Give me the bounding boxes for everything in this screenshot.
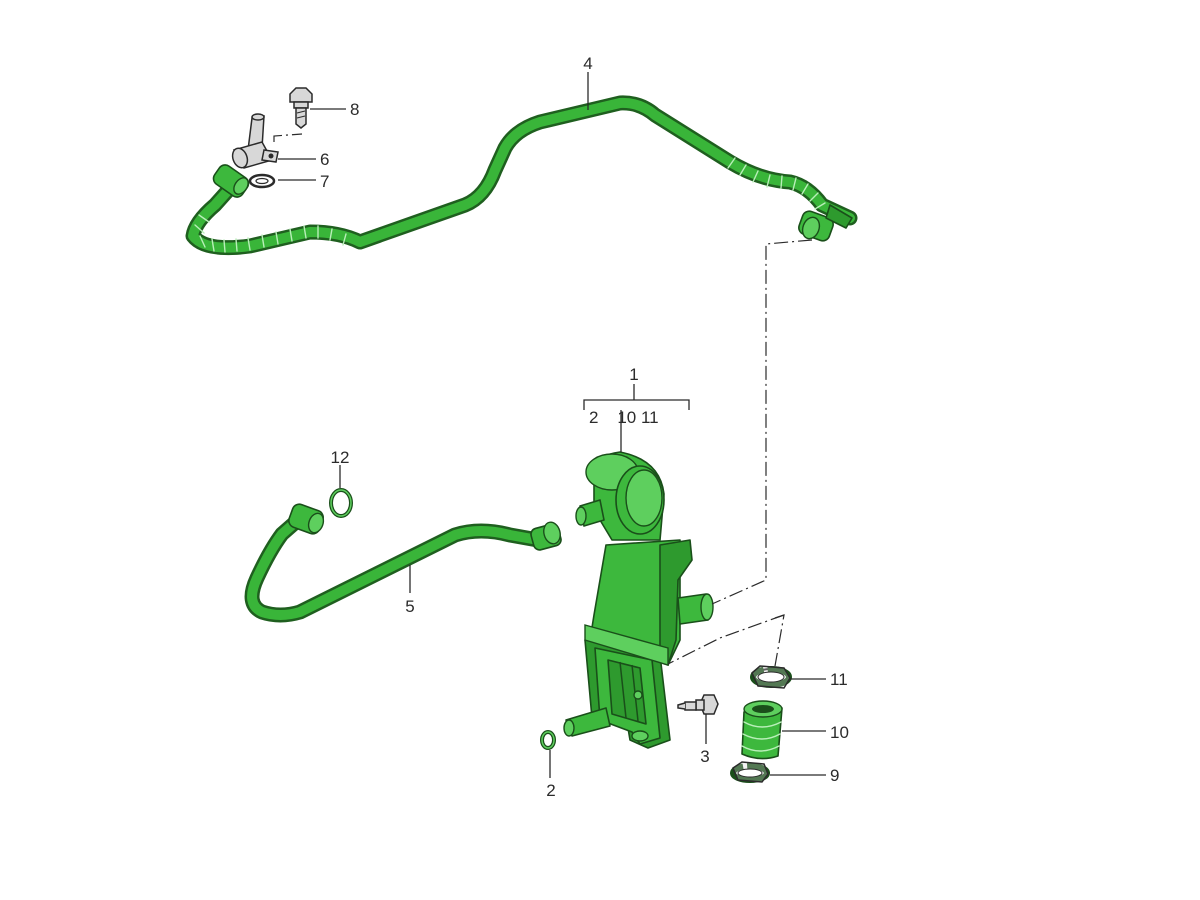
- callout-12: 12: [331, 448, 350, 467]
- callout-2: 2: [546, 781, 555, 800]
- callout-9: 9: [830, 766, 839, 785]
- callout-8: 8: [350, 100, 359, 119]
- hose-4-right-end-fitting: [798, 204, 853, 242]
- callout-4: 4: [583, 54, 592, 73]
- assembly-centerlines: [273, 133, 813, 667]
- callout-10: 10: [830, 723, 849, 742]
- callout-11: 11: [830, 670, 848, 689]
- part-10-bellows-hose: [741, 700, 783, 760]
- part-2-o-ring: [540, 730, 556, 750]
- callout-labels: 4 8 6 7 1 2 10 11 12 5 2 3 11 10 9: [320, 54, 849, 800]
- part-12-o-ring: [329, 488, 353, 518]
- callout-5: 5: [405, 597, 414, 616]
- part-6-angled-connector: [231, 113, 279, 169]
- part-8-bolt: [289, 87, 313, 129]
- hose-5-left-end-fitting: [288, 503, 325, 535]
- part-4-upper-breather-hose: [185, 95, 858, 256]
- callout-1-components: 2 10 11: [589, 408, 659, 427]
- callout-3: 3: [700, 747, 709, 766]
- part-3-screw: [677, 694, 719, 715]
- part-7-washer: [248, 173, 276, 189]
- part-11-hose-clamp: [750, 665, 792, 689]
- callout-1: 1: [629, 365, 638, 384]
- leader-lines: [278, 72, 826, 778]
- part-9-hose-clamp: [730, 761, 770, 783]
- hose-corrugation-right: [727, 157, 826, 210]
- hose-5-right-end-fitting: [530, 521, 562, 551]
- hose-4-left-end-fitting: [212, 164, 250, 198]
- callout-6: 6: [320, 150, 329, 169]
- bellows-ribs: [741, 721, 782, 752]
- part-5-lower-breather-hose: [244, 503, 562, 623]
- hose-corrugation-left: [194, 214, 347, 253]
- callout-7: 7: [320, 172, 329, 191]
- part-1-oil-separator: [563, 451, 714, 749]
